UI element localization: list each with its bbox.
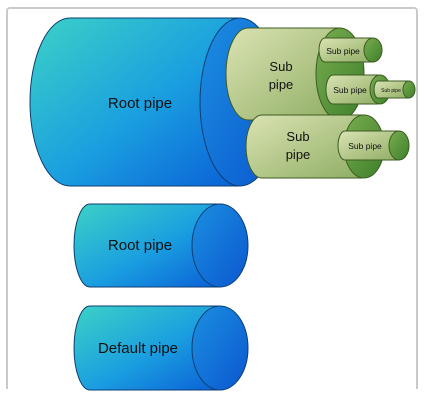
small-sub-pipe-mid-label: Sub pipe (333, 85, 367, 95)
small-sub-pipe-mid-right (373, 80, 416, 99)
small-sub-pipe-lower (337, 130, 410, 161)
root-pipe (73, 203, 249, 288)
sub-pipe-lower-label-line2: pipe (286, 147, 311, 162)
sub-pipe-upper-label-line1: Sub (269, 59, 292, 74)
small-sub-pipe-top-label: Sub pipe (326, 46, 360, 56)
root-pipe-large-label: Root pipe (108, 95, 172, 112)
small-sub-pipe-mid-right-label: Sub pipe (381, 88, 401, 94)
default-pipe (73, 305, 249, 391)
sub-pipe-lower-label-line1: Sub (286, 129, 309, 144)
default-pipe-label: Default pipe (98, 340, 178, 357)
small-sub-pipe-top (318, 37, 383, 63)
small-sub-pipe-lower-label: Sub pipe (348, 141, 382, 151)
root-pipe-label: Root pipe (108, 237, 172, 254)
sub-pipe-upper-label-line2: pipe (269, 77, 294, 92)
diagram-frame (6, 7, 418, 389)
